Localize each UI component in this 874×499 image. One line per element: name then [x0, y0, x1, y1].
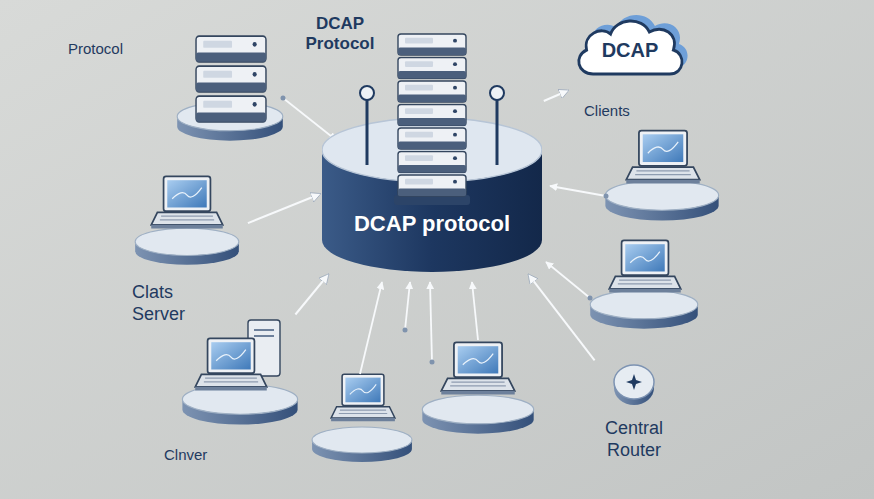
server-stack-device-part [196, 36, 266, 62]
device-picture [578, 362, 690, 408]
connector-arrow [295, 275, 328, 315]
device-part [398, 151, 466, 172]
laptop-device-part [331, 374, 395, 421]
connector-arrow [544, 91, 568, 102]
device-part [195, 338, 267, 390]
laptop-device-part [590, 290, 698, 329]
link-lines-part [405, 282, 410, 330]
node-label: DCAP [602, 26, 659, 62]
router-node: Central Router [578, 362, 690, 461]
device-picture [158, 316, 308, 428]
pc-slots [254, 330, 274, 336]
link-dots-part [403, 328, 408, 333]
free-label: Protocol [68, 40, 123, 58]
antenna-head [490, 86, 504, 100]
node-label: Clats Server [128, 282, 216, 325]
server-stack-device-part [196, 96, 266, 122]
antenna-pole [496, 99, 499, 165]
device-part [398, 128, 466, 149]
laptop-device-part [605, 180, 718, 220]
laptop-device-part [441, 342, 514, 394]
laptop-device-part [626, 131, 699, 184]
device-icon [578, 362, 690, 408]
device-icon [158, 316, 308, 428]
laptop-device-part [312, 427, 412, 462]
device-part [151, 176, 223, 228]
device-icon [128, 170, 246, 268]
server-laptop-node: Clats Server [128, 170, 246, 325]
connector-arrow [529, 275, 595, 361]
device-part [398, 104, 466, 125]
antenna-pole [366, 99, 369, 165]
link-dots-part [604, 194, 609, 199]
router-top [614, 365, 654, 399]
link-lines-part [430, 282, 432, 362]
link-dots [281, 96, 609, 365]
router-star [626, 374, 642, 390]
connector-arrow [248, 194, 320, 223]
device-part [398, 57, 466, 78]
device-part [135, 228, 239, 265]
laptop-device [422, 342, 533, 433]
device-part [398, 175, 466, 196]
cloud-node: DCAP Clients [570, 8, 690, 120]
device-picture: DCAP [570, 8, 690, 80]
platform-top [322, 118, 542, 182]
link-lines-part [283, 98, 336, 140]
link-lines-part [360, 282, 382, 374]
laptop-device [590, 240, 698, 328]
laptop-device [312, 374, 412, 462]
laptop-device [605, 131, 718, 221]
node-label: Clients [570, 102, 690, 120]
link-dots-part [588, 296, 593, 301]
free-label: DCAP Protocol [295, 14, 385, 55]
link-lines-part [550, 186, 606, 196]
link-lines-part [546, 262, 590, 298]
link-lines-part [472, 282, 478, 340]
link-lines [283, 98, 606, 374]
antenna-head [360, 86, 374, 100]
node-label: DCAP protocol [328, 211, 536, 237]
link-dots-part [430, 360, 435, 365]
cloud-outline [579, 21, 682, 74]
protocol-platform: DCAP protocol [322, 25, 542, 273]
laptop-device-part [422, 395, 533, 434]
laptop-device-part [609, 240, 681, 292]
server-stack-device [177, 36, 283, 141]
server-stack-device-part [196, 66, 266, 92]
device-part [398, 81, 466, 102]
client-workstation-node: Clnver [158, 316, 308, 464]
device-part [398, 34, 466, 55]
node-label: Central Router [578, 418, 690, 461]
link-dots-part [281, 96, 286, 101]
device-picture [128, 170, 246, 268]
node-label: Clnver [158, 446, 308, 464]
